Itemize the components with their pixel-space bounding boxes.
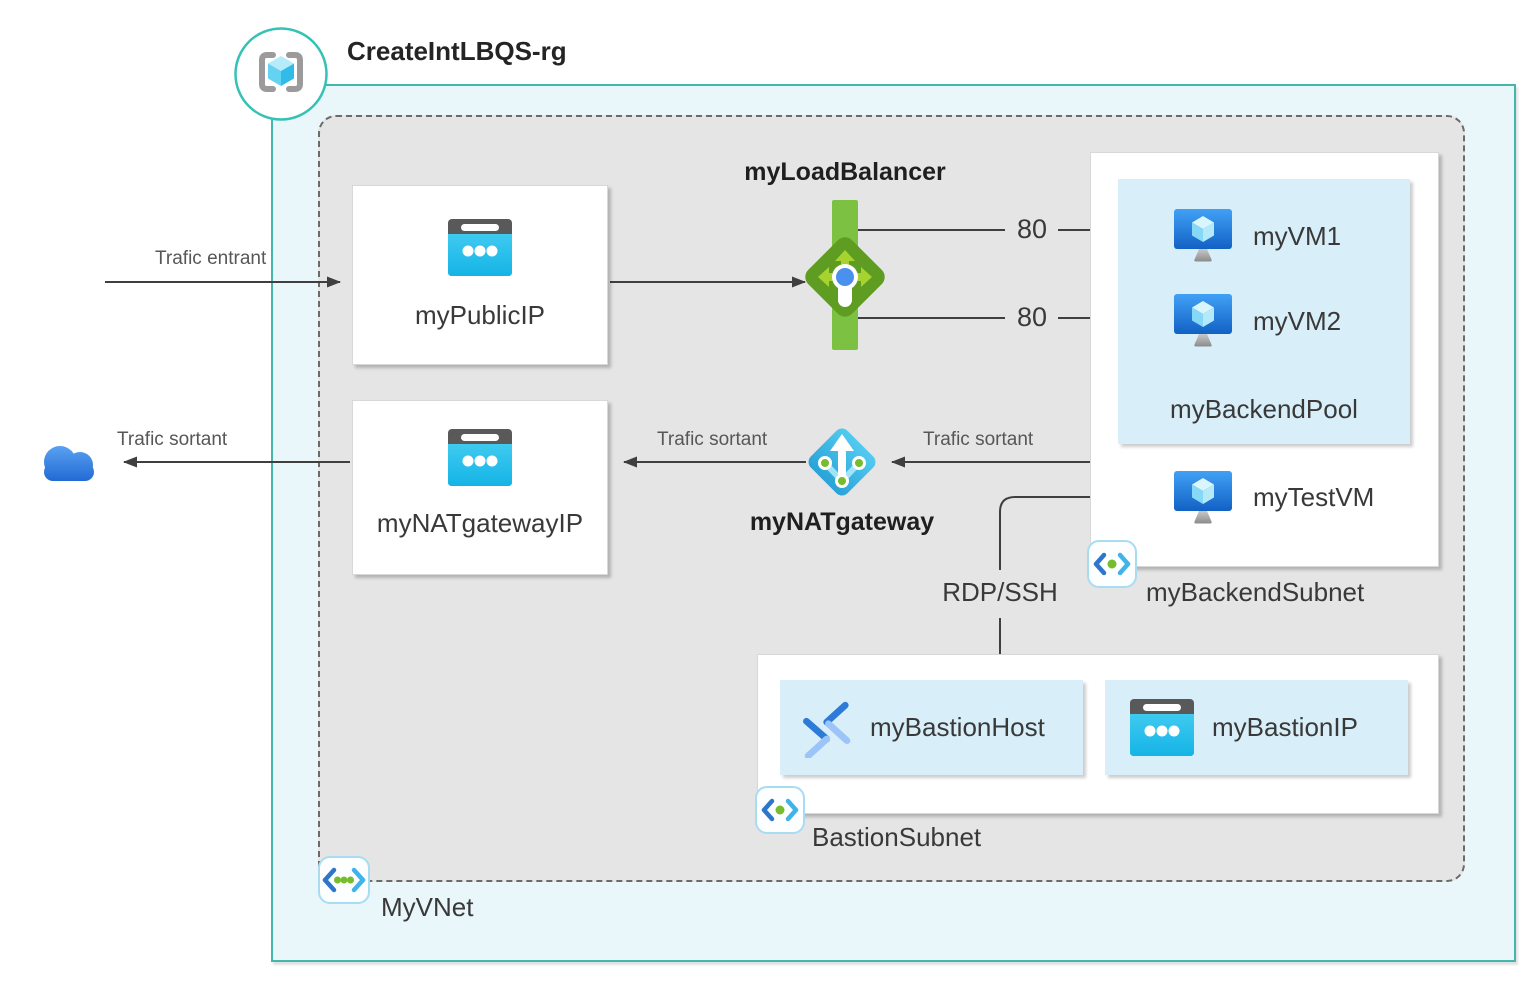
nat-gateway-ip-card: myNATgatewayIP — [352, 400, 608, 575]
vnet-icon — [318, 856, 370, 904]
bastion-ip-card: myBastionIP — [1105, 680, 1408, 775]
port-80-top-label: 80 — [1016, 214, 1048, 244]
bastion-icon — [803, 701, 851, 758]
vm2-label: myVM2 — [1253, 306, 1342, 336]
public-ip-icon — [448, 219, 512, 276]
public-ip-icon — [448, 429, 512, 486]
nat-gateway-label: myNATgateway — [749, 508, 935, 536]
public-ip-card: myPublicIP — [352, 185, 608, 365]
subnet-icon — [1087, 540, 1137, 588]
outbound-traffic-label-backend: Trafic sortant — [923, 429, 1034, 450]
vm-icon — [1174, 471, 1232, 524]
bastion-host-card: myBastionHost — [780, 680, 1083, 775]
nat-gateway-icon — [808, 428, 876, 496]
port-80-bottom-label: 80 — [1016, 302, 1048, 332]
arrow-rdp-to-testvm — [999, 491, 1151, 570]
vm-icon — [1174, 294, 1232, 347]
nat-gateway-ip-label: myNATgatewayIP — [376, 508, 584, 538]
resource-group-title: CreateIntLBQS-rg — [347, 36, 567, 66]
bastion-subnet-label: BastionSubnet — [812, 822, 982, 852]
test-vm-label: myTestVM — [1253, 482, 1375, 512]
backend-subnet-label: myBackendSubnet — [1146, 577, 1365, 607]
bastion-host-label: myBastionHost — [870, 712, 1045, 742]
subnet-icon — [755, 786, 805, 834]
public-ip-icon — [1130, 699, 1194, 756]
vnet-label: MyVNet — [381, 892, 474, 922]
load-balancer-icon — [805, 200, 885, 350]
cloud-icon — [44, 446, 94, 481]
inbound-traffic-label: Trafic entrant — [155, 248, 267, 269]
load-balancer-label: myLoadBalancer — [744, 158, 946, 186]
vm1-label: myVM1 — [1253, 221, 1342, 251]
backend-pool-card: myVM1 myVM2 myBackendPool — [1118, 179, 1410, 444]
outbound-traffic-label-nat: Trafic sortant — [657, 429, 768, 450]
public-ip-label: myPublicIP — [414, 300, 546, 330]
rdp-ssh-label: RDP/SSH — [942, 577, 1058, 607]
vm-icon — [1174, 209, 1232, 262]
resource-group-icon — [234, 27, 328, 121]
bastion-ip-label: myBastionIP — [1212, 712, 1358, 742]
outbound-traffic-label-cloud: Trafic sortant — [117, 429, 228, 450]
backend-subnet-card: myVM1 myVM2 myBackendPool myTestVM — [1090, 152, 1439, 567]
backend-pool-label: myBackendPool — [1170, 394, 1358, 424]
